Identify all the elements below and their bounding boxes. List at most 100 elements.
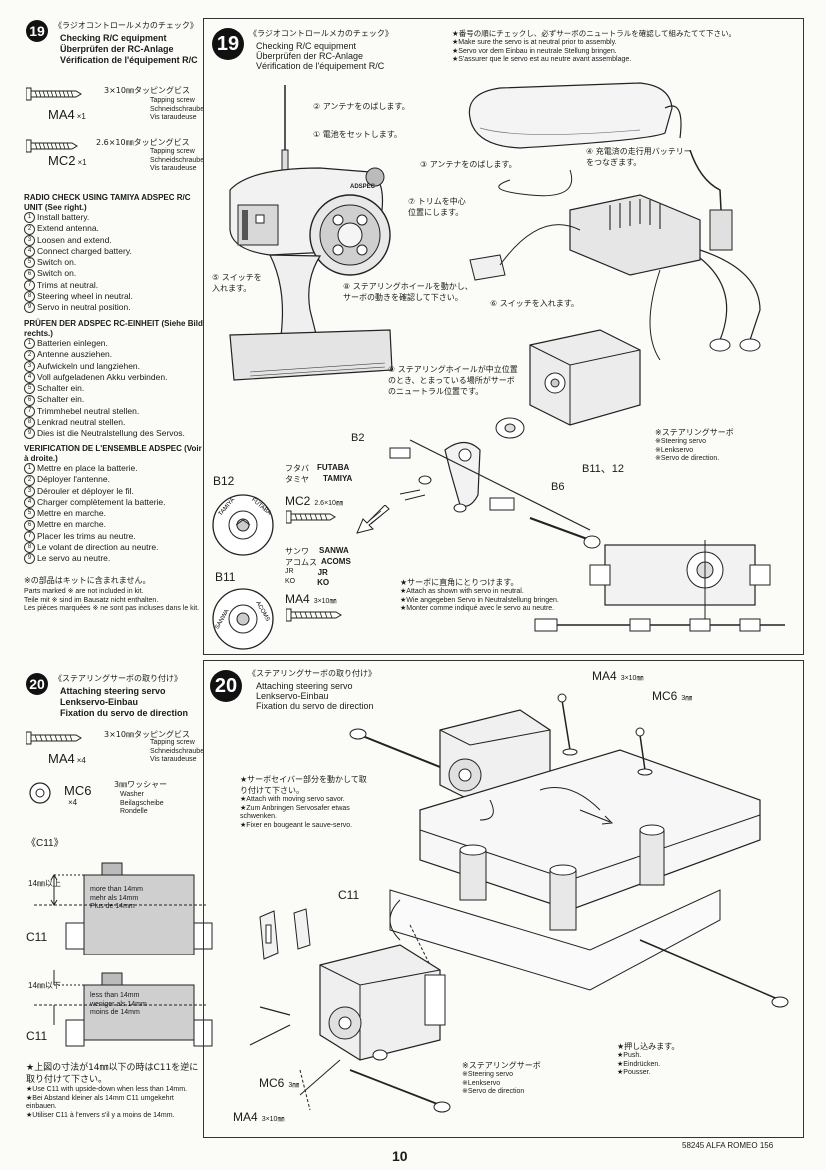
step-title-fr: Vérification de l'équipement R/C <box>60 55 198 65</box>
servo-label: ※ステアリングサーボ ※Steering servo ※Lenkservo ※S… <box>655 428 734 462</box>
part-code: MA4×4 <box>48 751 86 766</box>
diagram-title-en: Attaching steering servo <box>256 681 353 691</box>
step-badge: 20 <box>26 673 48 695</box>
diagram-title-fr: Vérification de l'équipement R/C <box>256 61 385 71</box>
servo-horn-disc-b11: SANWA ACOMS <box>212 588 274 650</box>
tapping-screw-icon <box>26 139 78 153</box>
diagram-title-de: Lenkservo-Einbau <box>256 691 329 701</box>
diagram-title-fr: Fixation du servo de direction <box>256 701 374 711</box>
callout-3: ③ アンテナをのばします。 <box>420 160 517 169</box>
step-badge: 19 <box>26 20 48 42</box>
steering-linkage-illustration <box>389 417 601 549</box>
tapping-screw-icon <box>286 510 336 524</box>
servo-horn-disc-b12: TAMIYA FUTABA <box>212 494 274 556</box>
c11-more-illustration <box>34 862 213 955</box>
step-title-en: Attaching steering servo <box>60 686 166 696</box>
radio-check-en: RADIO CHECK USING TAMIYA ADSPEC R/C UNIT… <box>24 193 204 314</box>
step-title-jp: 《ステアリングサーボの取り付け》 <box>54 674 182 683</box>
diagram-title-de: Überprüfen der RC-Anlage <box>256 51 364 61</box>
part-size-jp: 2.6×10㎜タッピングビス <box>96 138 190 147</box>
model-label: 58245 ALFA ROMEO 156 <box>682 1141 774 1150</box>
tapping-screw-icon <box>26 731 82 745</box>
step-title-jp: 《ラジオコントロールメカのチェック》 <box>54 21 198 30</box>
servo-saver-note: ★サーボセイバー部分を動かして取り付けて下さい。 ★Attach with mo… <box>240 775 367 829</box>
diagram-title-jp: 《ラジオコントロールメカのチェック》 <box>249 29 393 38</box>
step-title-en: Checking R/C equipment <box>60 33 167 43</box>
servo-assembly-illustration <box>249 908 451 1113</box>
part-size-jp: 3×10㎜タッピングビス <box>104 730 190 739</box>
part-size-jp: 3×10㎜タッピングビス <box>104 86 190 95</box>
section-title: RADIO CHECK USING TAMIYA ADSPEC R/C UNIT… <box>24 193 191 212</box>
part-b6: B6 <box>551 481 565 493</box>
step-title-fr: Fixation du servo de direction <box>60 708 189 718</box>
step-title-de: Lenkservo-Einbau <box>60 697 139 707</box>
battery-illustration <box>468 82 682 149</box>
part-qty: ×4 <box>68 798 78 807</box>
c11-less-jp: 14㎜以下 <box>28 981 61 990</box>
step20-diagram-panel <box>203 660 804 1138</box>
brand-label: ADSPEC <box>350 184 376 190</box>
part-b2: B2 <box>351 432 365 444</box>
callout-8: ⑧ ステアリングホイールを動かし、サーボの動きを確認して下さい。 <box>343 282 473 302</box>
part-code: MC6 <box>64 783 92 798</box>
callout-7: ⑦ トリムを中心位置にします。 <box>408 197 466 217</box>
chassis-illustration <box>349 693 789 1008</box>
callout-5: ⑤ スイッチを入れます。 <box>212 273 262 293</box>
not-included-note: ※の部品はキットに含まれません。 Parts marked ※ are not … <box>24 576 200 612</box>
part-code: MC2×1 <box>48 153 87 168</box>
radio-check-fr: VERIFICATION DE L'ENSEMBLE ADSPEC (Voir … <box>24 444 204 565</box>
tapping-screw-icon <box>286 608 342 622</box>
callout-6: ⑥ スイッチを入れます。 <box>490 299 579 308</box>
radio-check-de: PRÜFEN DER ADSPEC RC-EINHEIT (Siehe Bild… <box>24 319 204 440</box>
part-size-jp: 3㎜ワッシャー <box>114 780 168 789</box>
direction-arrow-icon <box>356 505 390 534</box>
c11-less-illustration <box>34 970 213 1047</box>
step-badge: 19 <box>212 28 244 60</box>
c11-title: 《C11》 <box>26 838 64 849</box>
part-b11: B11 <box>215 570 236 584</box>
attach-note: ★サーボに直角にとりつけます。 ★Attach as shown with se… <box>400 578 559 612</box>
transmitter-illustration: ADSPEC <box>229 85 393 381</box>
speed-controller-illustration <box>469 150 761 360</box>
page-number: 10 <box>392 1148 408 1164</box>
part-b11-12: B11、12 <box>582 463 624 475</box>
servo-illustration <box>529 329 641 426</box>
servo-rod-illustration <box>534 540 785 632</box>
washer-icon <box>29 782 51 804</box>
steering-servo-label: ※ステアリングサーボ ※Steering servo ※Lenkservo ※S… <box>462 1061 541 1095</box>
callout-1: ① 電池をセットします。 <box>313 130 402 139</box>
callout-2: ② アンテナをのばします。 <box>313 102 410 111</box>
push-note: ★押し込みます。 ★Push. ★Eindrücken. ★Pousser. <box>617 1042 680 1076</box>
part-code: MA4×1 <box>48 107 86 122</box>
